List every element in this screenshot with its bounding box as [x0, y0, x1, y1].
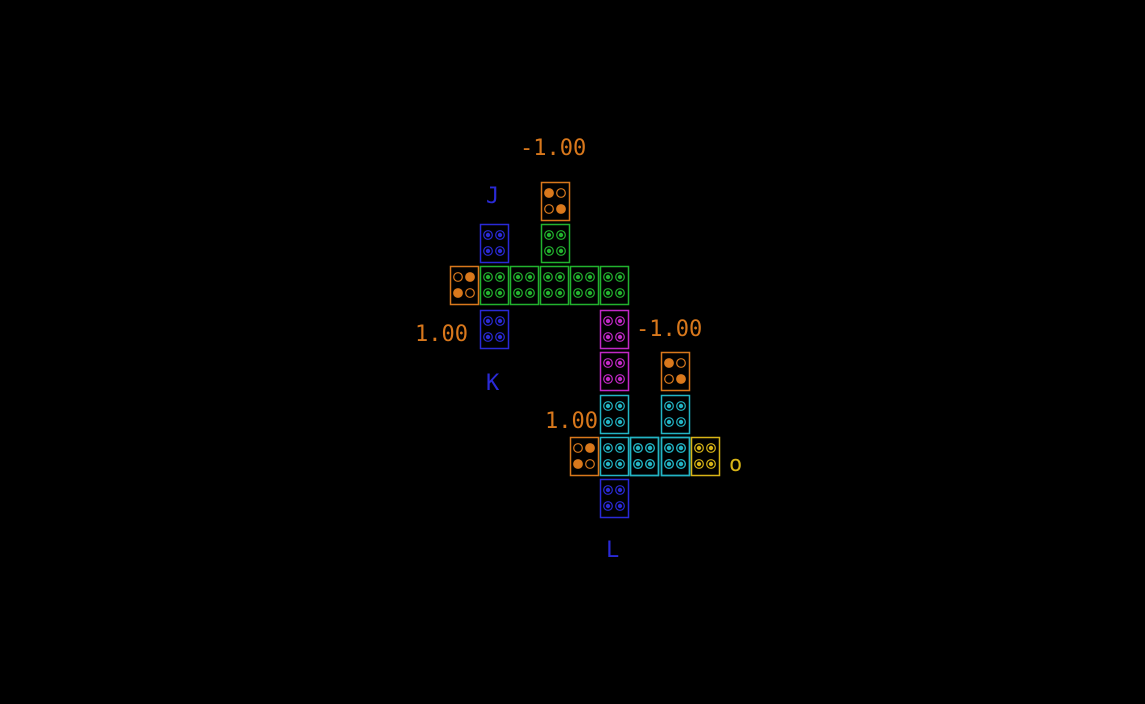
- value-label-right: -1.00: [636, 317, 702, 342]
- label-l: L: [606, 538, 619, 563]
- value-label-mid: 1.00: [545, 409, 598, 434]
- label-j: J: [486, 184, 499, 209]
- value-label-left: 1.00: [415, 322, 468, 347]
- label-o: o: [729, 452, 742, 477]
- label-k: K: [486, 371, 500, 396]
- value-label-top: -1.00: [520, 136, 586, 161]
